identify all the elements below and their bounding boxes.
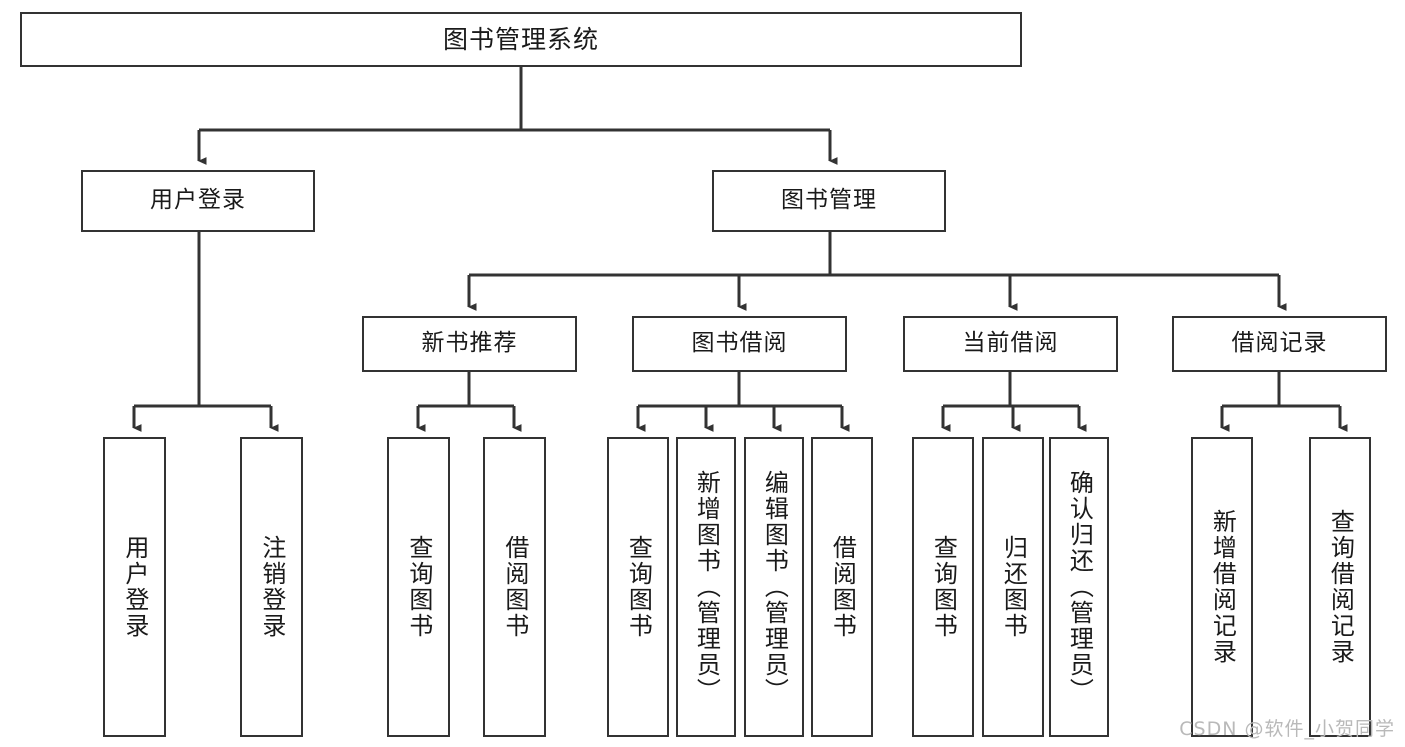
node-leaf-confirm-return-admin-label: 确认归还（管理员） [1065, 470, 1094, 704]
csdn-watermark: CSDN @软件_小贺同学 [1179, 718, 1395, 740]
node-root[interactable]: 图书管理系统 [20, 12, 1022, 67]
node-leaf-borrow-book-2-label: 借阅图书 [828, 535, 857, 639]
node-book-management-label: 图书管理 [781, 187, 877, 214]
node-leaf-return-book[interactable]: 归还图书 [982, 437, 1044, 737]
node-leaf-query-book-1[interactable]: 查询图书 [387, 437, 450, 737]
node-book-management[interactable]: 图书管理 [712, 170, 946, 232]
node-leaf-add-borrow-record[interactable]: 新增借阅记录 [1191, 437, 1253, 737]
node-leaf-logout[interactable]: 注销登录 [240, 437, 303, 737]
node-leaf-query-book-3[interactable]: 查询图书 [912, 437, 974, 737]
node-borrow-records[interactable]: 借阅记录 [1172, 316, 1387, 372]
node-leaf-confirm-return-admin[interactable]: 确认归还（管理员） [1049, 437, 1109, 737]
node-current-borrow[interactable]: 当前借阅 [903, 316, 1118, 372]
node-leaf-query-book-1-label: 查询图书 [404, 535, 433, 639]
node-leaf-logout-label: 注销登录 [257, 535, 286, 639]
node-leaf-add-book-admin[interactable]: 新增图书（管理员） [676, 437, 736, 737]
node-leaf-borrow-book-1[interactable]: 借阅图书 [483, 437, 546, 737]
node-leaf-query-book-2[interactable]: 查询图书 [607, 437, 669, 737]
node-leaf-user-login[interactable]: 用户登录 [103, 437, 166, 737]
node-leaf-edit-book-admin-label: 编辑图书（管理员） [760, 470, 789, 704]
node-user-login[interactable]: 用户登录 [81, 170, 315, 232]
node-leaf-edit-book-admin[interactable]: 编辑图书（管理员） [744, 437, 804, 737]
node-leaf-query-borrow-record-label: 查询借阅记录 [1326, 509, 1355, 665]
node-current-borrow-label: 当前借阅 [962, 330, 1059, 357]
node-leaf-return-book-label: 归还图书 [999, 535, 1028, 639]
node-leaf-borrow-book-1-label: 借阅图书 [500, 535, 529, 639]
node-root-label: 图书管理系统 [442, 24, 599, 54]
node-borrow-records-label: 借阅记录 [1231, 330, 1328, 357]
node-leaf-user-login-label: 用户登录 [120, 535, 149, 639]
node-leaf-add-book-admin-label: 新增图书（管理员） [692, 470, 721, 704]
node-leaf-query-borrow-record[interactable]: 查询借阅记录 [1309, 437, 1371, 737]
node-book-borrow[interactable]: 图书借阅 [632, 316, 847, 372]
node-leaf-query-book-2-label: 查询图书 [624, 535, 653, 639]
node-leaf-borrow-book-2[interactable]: 借阅图书 [811, 437, 873, 737]
node-book-borrow-label: 图书借阅 [691, 330, 788, 357]
node-leaf-add-borrow-record-label: 新增借阅记录 [1208, 509, 1237, 665]
node-new-book-recommend[interactable]: 新书推荐 [362, 316, 577, 372]
node-user-login-label: 用户登录 [150, 187, 246, 214]
node-leaf-query-book-3-label: 查询图书 [929, 535, 958, 639]
node-new-book-recommend-label: 新书推荐 [421, 330, 518, 357]
